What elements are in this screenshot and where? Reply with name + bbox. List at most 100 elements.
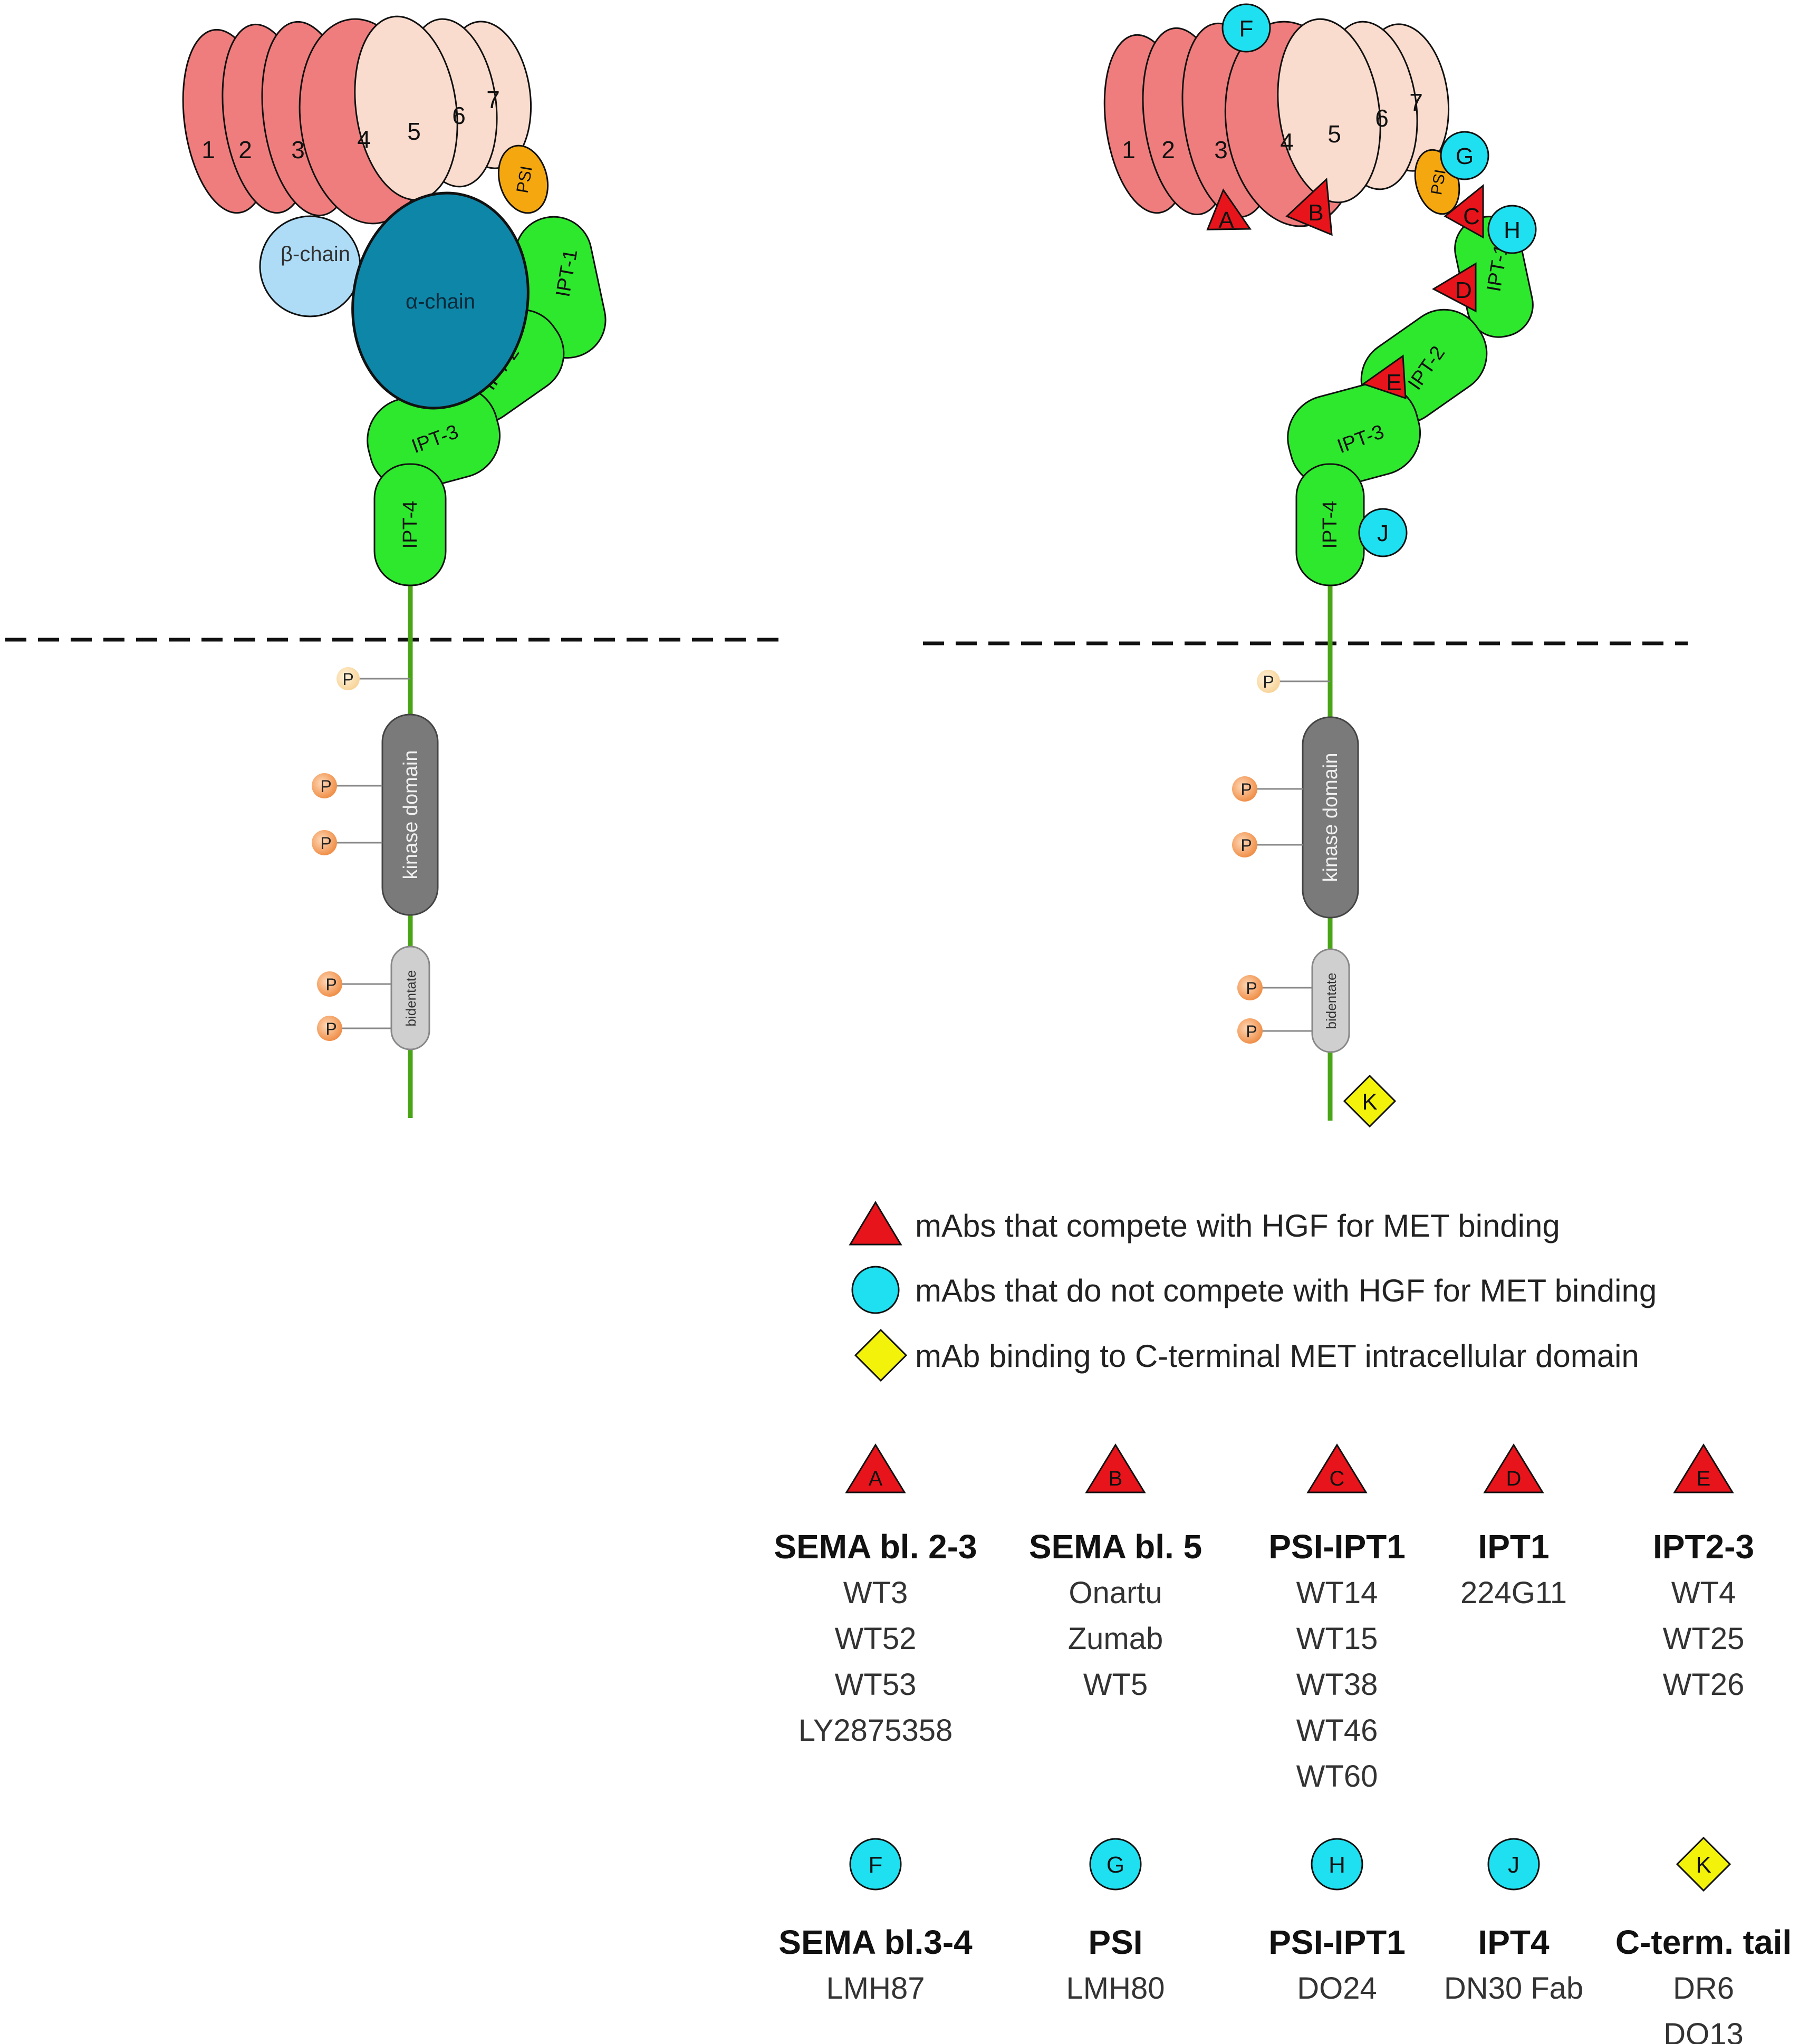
- group-g-letter: G: [1107, 1852, 1124, 1878]
- group-a-letter: A: [869, 1467, 883, 1490]
- group-j-antibody: DN30 Fab: [1444, 1971, 1583, 2006]
- right-ipt-3: [1287, 382, 1421, 488]
- left-blade-label-7: 7: [486, 86, 500, 113]
- marker-a-label: A: [1218, 207, 1234, 233]
- right-blade-label-4: 4: [1280, 128, 1294, 156]
- group-d-triangle-icon: [1483, 1443, 1544, 1493]
- left-ipt-4: [373, 463, 447, 586]
- group-h-antibody: DO24: [1297, 1971, 1377, 2006]
- right-blade-label-3: 3: [1214, 136, 1228, 163]
- marker-j-label: J: [1377, 520, 1389, 546]
- group-b-antibody: Zumab: [1068, 1622, 1163, 1656]
- left-phospho-3-label: P: [320, 834, 331, 853]
- group-e-letter: E: [1697, 1467, 1711, 1490]
- left-psi: [497, 144, 549, 214]
- right-blade-label-7: 7: [1409, 89, 1423, 116]
- marker-k-diamond: [1343, 1074, 1397, 1128]
- left-phospho-4: [317, 971, 342, 997]
- right-phospho-5-label: P: [1246, 1022, 1257, 1041]
- left-phospho-2: [312, 773, 337, 798]
- right-kinase-label: kinase domain: [1320, 753, 1342, 882]
- right-phospho-5: [1237, 1018, 1263, 1044]
- group-d-title: IPT1: [1478, 1528, 1549, 1566]
- group-c-antibody: WT15: [1296, 1622, 1378, 1656]
- legend-diamond-text: mAb binding to C-terminal MET intracellu…: [915, 1338, 1639, 1374]
- right-blade-5: [1277, 18, 1381, 204]
- marker-h-circle: [1487, 205, 1537, 254]
- group-e-title: IPT2-3: [1653, 1528, 1754, 1566]
- group-f-letter: F: [869, 1852, 883, 1878]
- right-phospho-4: [1237, 975, 1263, 1000]
- marker-b-triangle: [1285, 177, 1333, 236]
- left-blade-label-3: 3: [291, 136, 305, 163]
- right-phospho-4-label: P: [1246, 979, 1257, 998]
- right-bidentate: [1311, 948, 1350, 1053]
- group-e-antibody: WT4: [1671, 1576, 1736, 1610]
- left-blade-label-1: 1: [201, 136, 215, 163]
- left-ipt-4-label: IPT-4: [399, 501, 421, 549]
- marker-g-label: G: [1456, 143, 1474, 169]
- group-e-triangle-icon: [1673, 1443, 1734, 1493]
- legend-triangle-text: mAbs that compete with HGF for MET bindi…: [915, 1208, 1560, 1243]
- marker-g-circle: [1440, 131, 1489, 180]
- right-blade-label-5: 5: [1327, 120, 1341, 148]
- epitope-markers: A B C D E F G H J K: [1206, 3, 1537, 1128]
- group-b-triangle-icon: [1085, 1443, 1146, 1493]
- left-phospho-1-label: P: [342, 670, 353, 689]
- legend-diamond-icon: [854, 1328, 908, 1382]
- right-blade-label-6: 6: [1375, 104, 1389, 132]
- right-bidentate-label: bidentate: [1323, 973, 1339, 1029]
- marker-j-circle: [1358, 508, 1408, 557]
- right-sema-domain: [1103, 18, 1450, 227]
- group-f-antibody: LMH87: [826, 1971, 925, 2006]
- legend: mAbs that compete with HGF for MET bindi…: [849, 1201, 1657, 1382]
- group-a-title: SEMA bl. 2-3: [774, 1528, 977, 1566]
- group-c-antibody: WT46: [1296, 1713, 1378, 1748]
- group-j-title: IPT4: [1478, 1923, 1550, 1961]
- group-h-circle-icon: [1311, 1838, 1363, 1891]
- group-b-antibody: Onartu: [1069, 1576, 1162, 1610]
- group-c-triangle-icon: [1306, 1443, 1368, 1493]
- left-kinase-label: kinase domain: [400, 750, 422, 879]
- left-beta-chain-label: β-chain: [281, 243, 350, 266]
- right-phosphates: P P P P P: [1232, 670, 1330, 1044]
- left-blade-label-2: 2: [238, 136, 252, 163]
- group-c-antibody: WT14: [1296, 1576, 1378, 1610]
- marker-b-label: B: [1308, 200, 1323, 226]
- group-h-title: PSI-IPT1: [1268, 1923, 1406, 1961]
- group-b-letter: B: [1109, 1467, 1123, 1490]
- legend-triangle-icon: [849, 1201, 902, 1246]
- group-a-antibody: WT53: [835, 1667, 917, 1702]
- marker-d-label: D: [1455, 277, 1472, 303]
- group-f-title: SEMA bl.3-4: [778, 1923, 973, 1961]
- left-psi-label: PSI: [513, 165, 536, 195]
- group-k-letter: K: [1696, 1852, 1711, 1878]
- right-phospho-2: [1232, 776, 1257, 802]
- marker-a-triangle: [1206, 188, 1252, 230]
- marker-c-triangle: [1444, 184, 1484, 239]
- right-phospho-3: [1232, 832, 1257, 857]
- group-j-letter: J: [1508, 1852, 1519, 1878]
- left-alpha-chain: [351, 191, 530, 410]
- left-bidentate: [390, 946, 430, 1050]
- left-met-diagram: 1 2 3 4 5 6 7 β-chain PSI IPT-1 IPT-2 IP…: [5, 15, 781, 1118]
- left-alpha-chain-label: α-chain: [406, 290, 475, 313]
- left-phospho-4-label: P: [325, 975, 336, 994]
- right-phospho-2-label: P: [1240, 780, 1252, 799]
- right-blade-label-2: 2: [1161, 136, 1175, 163]
- group-k-title: C-term. tail: [1615, 1923, 1792, 1961]
- legend-circle-icon: [851, 1266, 900, 1314]
- left-phospho-1: [336, 667, 360, 690]
- right-phospho-1-label: P: [1263, 672, 1274, 691]
- group-k-diamond-icon: [1676, 1836, 1731, 1892]
